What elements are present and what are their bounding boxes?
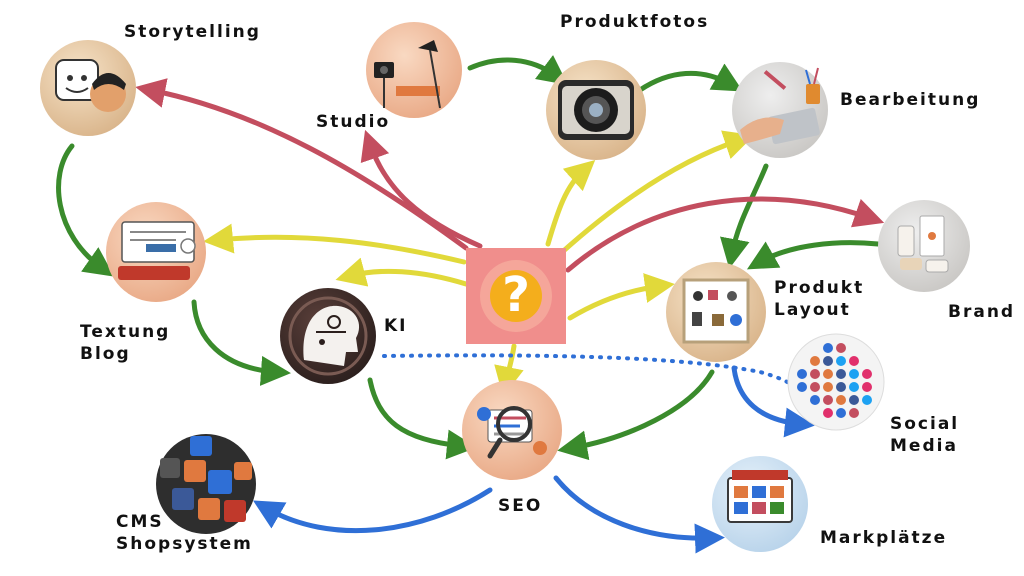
social-icon-dot <box>862 369 872 379</box>
arrow-bearbeitung-produkt <box>720 163 769 269</box>
arrow-seo-cms <box>253 487 493 534</box>
label-storytelling: Storytelling <box>124 22 261 42</box>
center-question-node <box>466 248 566 344</box>
cms-shopsystem-node <box>156 434 256 534</box>
label-blog: Blog <box>80 344 131 364</box>
label-social: Social <box>890 414 960 434</box>
bearbeitung-node <box>732 62 828 158</box>
label-marktplaetze: Markplätze <box>820 528 948 548</box>
label-produktfotos: Produktfotos <box>560 12 710 32</box>
social-icon-dot <box>810 395 820 405</box>
social-icon-dot <box>823 408 833 418</box>
label-cms: CMS <box>116 512 164 532</box>
arrow-seo-markplaetze <box>553 475 725 554</box>
social-icon-dot <box>810 369 820 379</box>
arrow-center-ki <box>335 257 469 287</box>
studio-node <box>366 22 462 118</box>
label-textung: Textung <box>80 322 171 342</box>
label-shopsystem: Shopsystem <box>116 534 253 554</box>
social-icon-dot <box>810 356 820 366</box>
social-icon-dot <box>810 382 820 392</box>
social-icon-dot <box>862 395 872 405</box>
social-icon-dot <box>823 395 833 405</box>
social-icon-dot <box>823 343 833 353</box>
storytelling-node <box>40 40 136 136</box>
label-bearbeitung: Bearbeitung <box>840 90 981 110</box>
social-icons-cluster <box>797 343 872 418</box>
social-media-node <box>787 333 885 431</box>
social-icon-dot <box>836 395 846 405</box>
social-icon-dot <box>836 382 846 392</box>
arrow-produktfotos-bearbeitung <box>637 63 744 93</box>
social-icon-dot <box>836 408 846 418</box>
label-seo: SEO <box>498 496 543 516</box>
social-icon-dot <box>836 343 846 353</box>
textung-blog-node <box>106 202 206 302</box>
arrow-textung-ki <box>191 299 291 386</box>
social-icon-dot <box>836 356 846 366</box>
social-icon-dot <box>849 356 859 366</box>
label-ki: KI <box>384 316 408 336</box>
ki-node <box>280 288 376 384</box>
question-mark-icon: ? <box>502 267 530 323</box>
label-studio: Studio <box>316 112 391 132</box>
social-icon-dot <box>849 382 859 392</box>
social-icon-dot <box>836 369 846 379</box>
brand-node <box>878 200 970 292</box>
arrow-center-seo <box>494 343 524 397</box>
social-icon-dot <box>797 369 807 379</box>
seo-node <box>462 380 562 480</box>
arrow-center-studio <box>360 129 483 249</box>
arrow-brand-produkt <box>746 240 881 270</box>
label-brand: Brand <box>948 302 1016 322</box>
social-icon-dot <box>797 382 807 392</box>
label-produkt: Produkt <box>774 278 865 298</box>
arrow-center-brand <box>565 196 885 273</box>
arrow-center-bearbeitung <box>557 130 755 257</box>
marktplaetze-node <box>712 456 808 552</box>
social-icon-dot <box>849 395 859 405</box>
social-icon-dot <box>823 369 833 379</box>
produktfotos-node <box>546 60 646 160</box>
arrow-center-produkt <box>567 273 675 321</box>
arrow-produkt-seo <box>557 369 715 461</box>
arrow-ki-social-dotted <box>382 353 808 396</box>
arrow-produkt-social <box>731 365 815 438</box>
social-icon-dot <box>862 382 872 392</box>
social-icon-dot <box>849 369 859 379</box>
arrow-ki-seo <box>367 377 477 460</box>
label-media: Media <box>890 436 958 456</box>
social-icon-dot <box>849 408 859 418</box>
produkt-layout-node <box>666 262 766 362</box>
social-icon-dot <box>823 382 833 392</box>
arrow-studio-produktfotos <box>467 55 569 85</box>
arrow-center-produktfotos <box>545 160 596 247</box>
label-layout: Layout <box>774 300 851 320</box>
social-icon-dot <box>823 356 833 366</box>
arrow-center-textung <box>203 223 467 265</box>
arrow-storytelling-textung <box>56 143 115 277</box>
